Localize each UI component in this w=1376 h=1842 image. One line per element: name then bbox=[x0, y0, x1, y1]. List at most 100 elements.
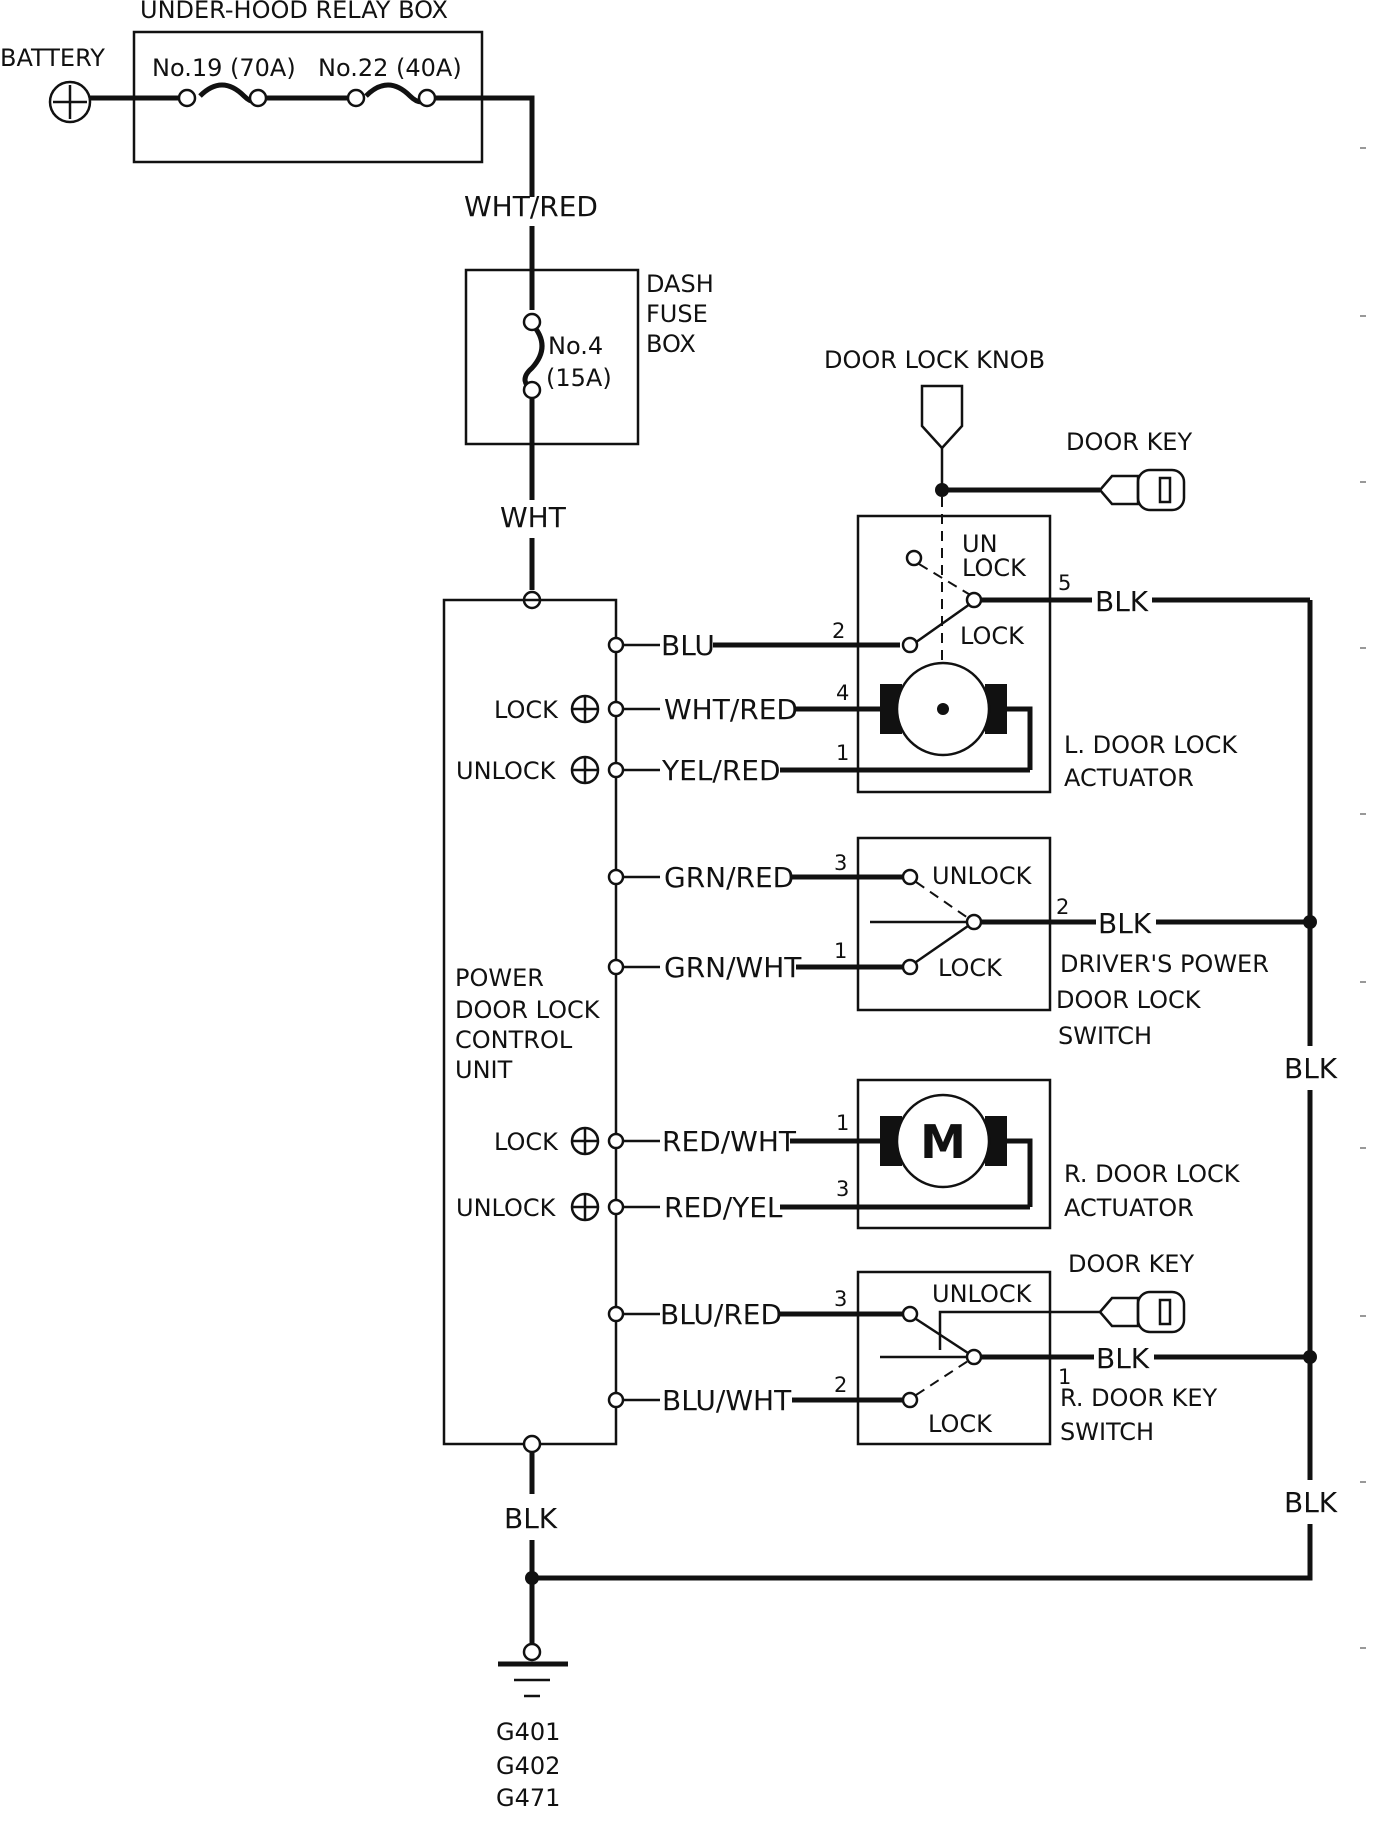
driver-switch-name-1: DRIVER'S POWER bbox=[1060, 950, 1269, 978]
r-actuator-name-2: ACTUATOR bbox=[1064, 1194, 1194, 1222]
control-unit-label-2: DOOR LOCK bbox=[455, 996, 601, 1024]
wire-label-blu-red: BLU/RED bbox=[660, 1298, 782, 1331]
fuse-19-label: No.19 (70A) bbox=[152, 54, 296, 82]
driver-switch-unlock-label: UNLOCK bbox=[932, 862, 1033, 890]
wire-label-wht: WHT bbox=[500, 501, 567, 534]
l-actuator-unlock-label-2: LOCK bbox=[962, 554, 1027, 582]
l-actuator-pin-1: 1 bbox=[836, 741, 849, 765]
wire-label-blu: BLU bbox=[661, 629, 715, 662]
control-unit: POWER DOOR LOCK CONTROL UNIT LOCK UNLOCK… bbox=[442, 598, 618, 1446]
r-actuator-motor-return-wire bbox=[1007, 1138, 1033, 1207]
wire-label-red-yel: RED/YEL bbox=[664, 1191, 783, 1224]
wire-label-wht-red: WHT/RED bbox=[664, 693, 798, 726]
l-actuator-name-1: L. DOOR LOCK bbox=[1064, 731, 1238, 759]
r-key-switch-name-2: SWITCH bbox=[1060, 1418, 1154, 1446]
wire-label-yel-red: YEL/RED bbox=[661, 754, 781, 787]
ground: BLK G401 G402 G471 bbox=[496, 1434, 568, 1812]
battery: BATTERY bbox=[0, 44, 105, 124]
scan-edge-marks bbox=[1360, 147, 1366, 1649]
wire-label-grn-wht: GRN/WHT bbox=[664, 951, 802, 984]
l-actuator-motor-return-wire bbox=[1007, 706, 1033, 770]
r-key-switch-unlock-label: UNLOCK bbox=[932, 1280, 1033, 1308]
wht-red-wire-lock: WHT/RED bbox=[607, 693, 880, 726]
r-actuator-outline bbox=[856, 1078, 1052, 1230]
l-actuator-unlock-contact bbox=[905, 549, 923, 567]
unlock-r-plus-icon bbox=[570, 1192, 600, 1222]
ground-g401: G401 bbox=[496, 1718, 560, 1746]
unlock-label-l: UNLOCK bbox=[456, 757, 557, 785]
control-unit-label-1: POWER bbox=[455, 964, 544, 992]
door-lock-knob-icon bbox=[920, 384, 964, 450]
fuse-4-terminal-a bbox=[522, 312, 542, 332]
l-actuator-motor-icon bbox=[880, 661, 1007, 757]
wire-label-grn-red: GRN/RED bbox=[664, 861, 794, 894]
fuse-19-terminal-b bbox=[248, 88, 268, 108]
door-lock-knob-label: DOOR LOCK KNOB bbox=[824, 346, 1045, 374]
r-door-key-switch: DOOR KEY UNLOCK LOCK 3 2 1 BLK R. DOOR K… bbox=[834, 1250, 1317, 1446]
yel-red-wire: YEL/RED bbox=[607, 754, 1030, 787]
l-actuator-outline bbox=[856, 514, 1052, 794]
wire-label-red-wht: RED/WHT bbox=[662, 1125, 797, 1158]
dash-fuse-box-outline bbox=[464, 268, 640, 446]
r-key-switch-pin-2: 2 bbox=[834, 1373, 847, 1397]
l-actuator-lock-contact bbox=[901, 636, 919, 654]
r-actuator-pin-3: 3 bbox=[836, 1177, 849, 1201]
r-actuator-name-1: R. DOOR LOCK bbox=[1064, 1160, 1241, 1188]
l-actuator-pin-4: 4 bbox=[836, 681, 849, 705]
lock-l-plus-icon bbox=[570, 694, 600, 724]
driver-switch-pin-1: 1 bbox=[834, 939, 847, 963]
under-hood-relay-box: UNDER-HOOD RELAY BOX No.19 (70A) No.22 (… bbox=[132, 0, 484, 164]
lock-r-plus-icon bbox=[570, 1126, 600, 1156]
door-key-l-icon bbox=[1098, 468, 1186, 512]
control-unit-label-4: UNIT bbox=[455, 1056, 513, 1084]
door-key-label-r: DOOR KEY bbox=[1068, 1250, 1194, 1278]
fuse-4-rating: (15A) bbox=[546, 364, 612, 392]
door-key-r-icon bbox=[1098, 1290, 1186, 1334]
r-actuator-motor-label: M bbox=[920, 1115, 966, 1169]
wire-label-blu-wht: BLU/WHT bbox=[662, 1384, 792, 1417]
fuse-19-terminal-a bbox=[177, 88, 197, 108]
l-actuator-unlock-label-1: UN bbox=[962, 530, 998, 558]
dash-fuse-box-title-2: FUSE bbox=[646, 300, 708, 328]
ground-terminal bbox=[522, 1642, 542, 1662]
r-key-switch-lock-contact bbox=[901, 1391, 919, 1409]
driver-switch-lock-contact bbox=[901, 958, 919, 976]
r-key-switch-blk-label: BLK bbox=[1096, 1342, 1150, 1375]
bus-blk-label-2: BLK bbox=[1284, 1486, 1338, 1519]
control-unit-label-3: CONTROL bbox=[455, 1026, 573, 1054]
grn-wht-wire: GRN/WHT bbox=[607, 951, 904, 984]
fuse-22-terminal-a bbox=[346, 88, 366, 108]
fuse-22-terminal-b bbox=[417, 88, 437, 108]
l-actuator-name-2: ACTUATOR bbox=[1064, 764, 1194, 792]
r-actuator-pin-1: 1 bbox=[836, 1111, 849, 1135]
r-key-switch-pin-3: 3 bbox=[834, 1287, 847, 1311]
r-door-lock-actuator: M 1 3 R. DOOR LOCK ACTUATOR bbox=[836, 1078, 1241, 1230]
driver-switch-pin-2: 2 bbox=[1056, 895, 1069, 919]
ground-g402: G402 bbox=[496, 1752, 560, 1780]
r-key-switch-name-1: R. DOOR KEY bbox=[1060, 1384, 1218, 1412]
blk-ground-bus: BLK BLK bbox=[525, 600, 1338, 1585]
grn-red-wire: GRN/RED bbox=[607, 861, 904, 894]
blu-wht-wire: BLU/WHT bbox=[607, 1384, 904, 1417]
drivers-power-door-lock-switch: UNLOCK LOCK 3 1 2 BLK DRIVER'S POWER DOO… bbox=[834, 836, 1317, 1050]
l-actuator-pin-2: 2 bbox=[832, 619, 845, 643]
lock-label-r: LOCK bbox=[494, 1128, 559, 1156]
unlock-l-plus-icon bbox=[570, 755, 600, 785]
door-key-label-l: DOOR KEY bbox=[1066, 428, 1192, 456]
fuse-4-symbol bbox=[522, 322, 545, 393]
l-actuator-lock-label: LOCK bbox=[960, 622, 1025, 650]
ground-g471: G471 bbox=[496, 1784, 560, 1812]
red-yel-wire: RED/YEL bbox=[607, 1191, 1030, 1224]
dash-fuse-box-title-3: BOX bbox=[646, 330, 696, 358]
dash-fuse-box-title-1: DASH bbox=[646, 270, 714, 298]
lock-label-l: LOCK bbox=[494, 696, 559, 724]
r-key-switch-unlock-contact bbox=[901, 1305, 919, 1323]
red-wht-wire: RED/WHT bbox=[607, 1125, 880, 1158]
relay-box-title: UNDER-HOOD RELAY BOX bbox=[140, 0, 448, 24]
unlock-label-r: UNLOCK bbox=[456, 1194, 557, 1222]
blu-wire: BLU bbox=[607, 629, 900, 662]
dash-fuse-box: DASH FUSE BOX No.4 (15A) bbox=[464, 268, 714, 446]
r-key-switch-common-contact bbox=[965, 1348, 983, 1366]
l-door-lock-actuator: DOOR LOCK KNOB DOOR KEY UN LOCK LOCK 2 5… bbox=[824, 346, 1310, 794]
